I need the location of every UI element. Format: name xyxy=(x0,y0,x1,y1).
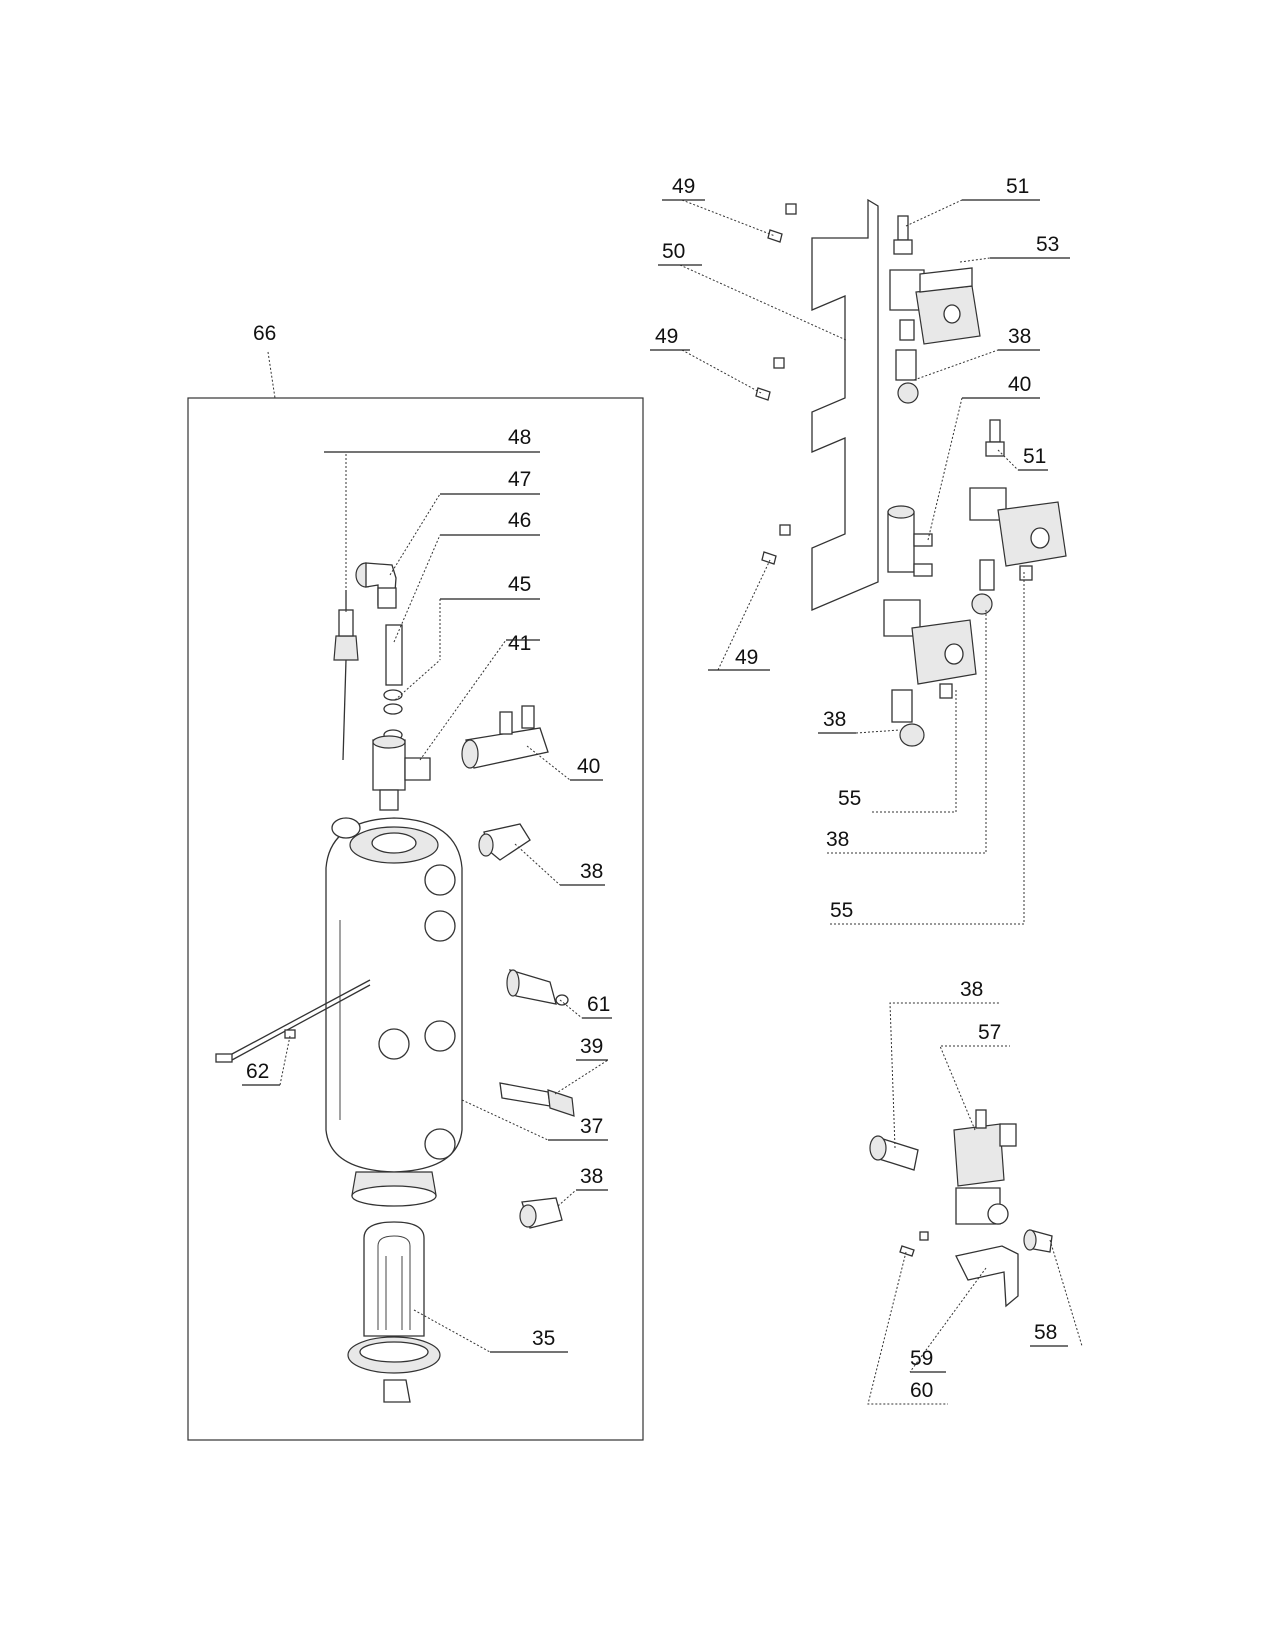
mounting-bracket-part-50 xyxy=(811,198,879,611)
svg-text:41: 41 xyxy=(508,632,531,655)
svg-text:49: 49 xyxy=(735,646,758,669)
svg-text:49: 49 xyxy=(655,325,678,348)
callout-38-right-middle: 38 xyxy=(826,828,849,851)
svg-text:58: 58 xyxy=(1034,1321,1057,1344)
svg-text:62: 62 xyxy=(246,1060,269,1083)
svg-text:47: 47 xyxy=(508,468,531,491)
barb-fitting-part-51-upper xyxy=(893,215,913,255)
callout-38-left-lower: 38 xyxy=(576,1165,608,1191)
elbow-fitting-part-47 xyxy=(355,562,397,609)
svg-text:48: 48 xyxy=(508,426,531,449)
svg-text:55: 55 xyxy=(838,787,861,810)
tube-part-46 xyxy=(385,624,403,686)
elbow-part-38-lower-group xyxy=(869,1135,919,1171)
screws-part-60 xyxy=(899,1231,929,1257)
callout-38-right-lower: 38 xyxy=(818,708,856,734)
callout-46: 46 xyxy=(440,509,540,536)
svg-text:55: 55 xyxy=(830,899,853,922)
solenoid-valve-part-53 xyxy=(889,267,981,345)
svg-text:57: 57 xyxy=(978,1021,1001,1044)
boiler-tank-part-37 xyxy=(325,817,463,1207)
rod-part-39 xyxy=(499,1082,575,1117)
screws-part-49 xyxy=(755,203,797,565)
svg-text:37: 37 xyxy=(580,1115,603,1138)
callout-50: 50 xyxy=(658,240,702,266)
callout-39: 39 xyxy=(576,1035,608,1061)
svg-text:46: 46 xyxy=(508,509,531,532)
svg-text:51: 51 xyxy=(1006,175,1029,198)
elbow-part-38-left-lower xyxy=(519,1197,563,1229)
svg-text:39: 39 xyxy=(580,1035,603,1058)
tee-fitting-part-41 xyxy=(372,735,431,811)
callout-58: 58 xyxy=(1030,1321,1068,1347)
probe-part-48 xyxy=(333,590,359,761)
callout-61: 61 xyxy=(582,993,612,1019)
svg-text:38: 38 xyxy=(960,978,983,1001)
callout-38-right-upper: 38 xyxy=(998,325,1040,351)
svg-text:50: 50 xyxy=(662,240,685,263)
svg-text:59: 59 xyxy=(910,1347,933,1370)
callout-40-right: 40 xyxy=(962,373,1040,399)
solenoid-valve-part-55-middle xyxy=(883,599,977,699)
elbow-part-38-left-upper xyxy=(478,823,531,861)
callout-57: 57 xyxy=(978,1021,1001,1044)
svg-text:38: 38 xyxy=(580,1165,603,1188)
callout-45: 45 xyxy=(440,573,540,600)
elbow-part-38-right-middle xyxy=(971,559,995,615)
callout-38-left-upper: 38 xyxy=(560,860,605,886)
svg-text:61: 61 xyxy=(587,993,610,1016)
svg-text:35: 35 xyxy=(532,1327,555,1350)
callout-51-upper: 51 xyxy=(962,175,1040,201)
barb-fitting-part-51-lower xyxy=(985,419,1005,457)
callout-41: 41 xyxy=(506,632,540,655)
callout-47: 47 xyxy=(440,468,540,495)
fitting-part-61 xyxy=(506,969,569,1006)
elbow-part-38-right-lower xyxy=(891,689,925,747)
tee-fitting-part-40-right xyxy=(887,505,933,577)
washers-part-45 xyxy=(383,689,403,741)
fitting-part-40-left xyxy=(461,705,549,769)
fitting-part-58 xyxy=(1023,1229,1053,1253)
callout-66: 66 xyxy=(253,322,276,345)
callout-59: 59 xyxy=(910,1347,946,1373)
svg-text:53: 53 xyxy=(1036,233,1059,256)
solenoid-valve-part-57 xyxy=(953,1109,1017,1225)
svg-text:38: 38 xyxy=(1008,325,1031,348)
solenoid-valve-part-55-right xyxy=(969,487,1067,581)
callout-49-top: 49 xyxy=(662,175,705,201)
svg-text:51: 51 xyxy=(1023,445,1046,468)
elbow-part-38-right-upper xyxy=(895,349,919,404)
callout-38-lower-group: 38 xyxy=(960,978,983,1001)
svg-text:40: 40 xyxy=(577,755,600,778)
svg-text:38: 38 xyxy=(823,708,846,731)
callout-53: 53 xyxy=(990,233,1070,259)
assembly-66-frame xyxy=(187,397,644,1441)
svg-text:38: 38 xyxy=(826,828,849,851)
svg-text:60: 60 xyxy=(910,1379,933,1402)
svg-text:45: 45 xyxy=(508,573,531,596)
callout-55-right: 55 xyxy=(830,899,853,922)
callout-55-middle: 55 xyxy=(838,787,861,810)
callout-49-middle: 49 xyxy=(650,325,690,351)
callout-48: 48 xyxy=(324,426,540,453)
callout-49-bottom: 49 xyxy=(708,646,770,671)
heating-element-part-35 xyxy=(347,1221,441,1403)
callout-35: 35 xyxy=(490,1327,568,1353)
svg-text:66: 66 xyxy=(253,322,276,345)
svg-text:38: 38 xyxy=(580,860,603,883)
svg-text:40: 40 xyxy=(1008,373,1031,396)
callout-60: 60 xyxy=(910,1379,933,1402)
callout-40-left: 40 xyxy=(570,755,603,781)
callout-51-lower: 51 xyxy=(1018,445,1048,471)
svg-text:49: 49 xyxy=(672,175,695,198)
callout-37: 37 xyxy=(548,1115,608,1141)
bracket-part-59 xyxy=(955,1245,1019,1308)
callout-62: 62 xyxy=(242,1060,280,1086)
